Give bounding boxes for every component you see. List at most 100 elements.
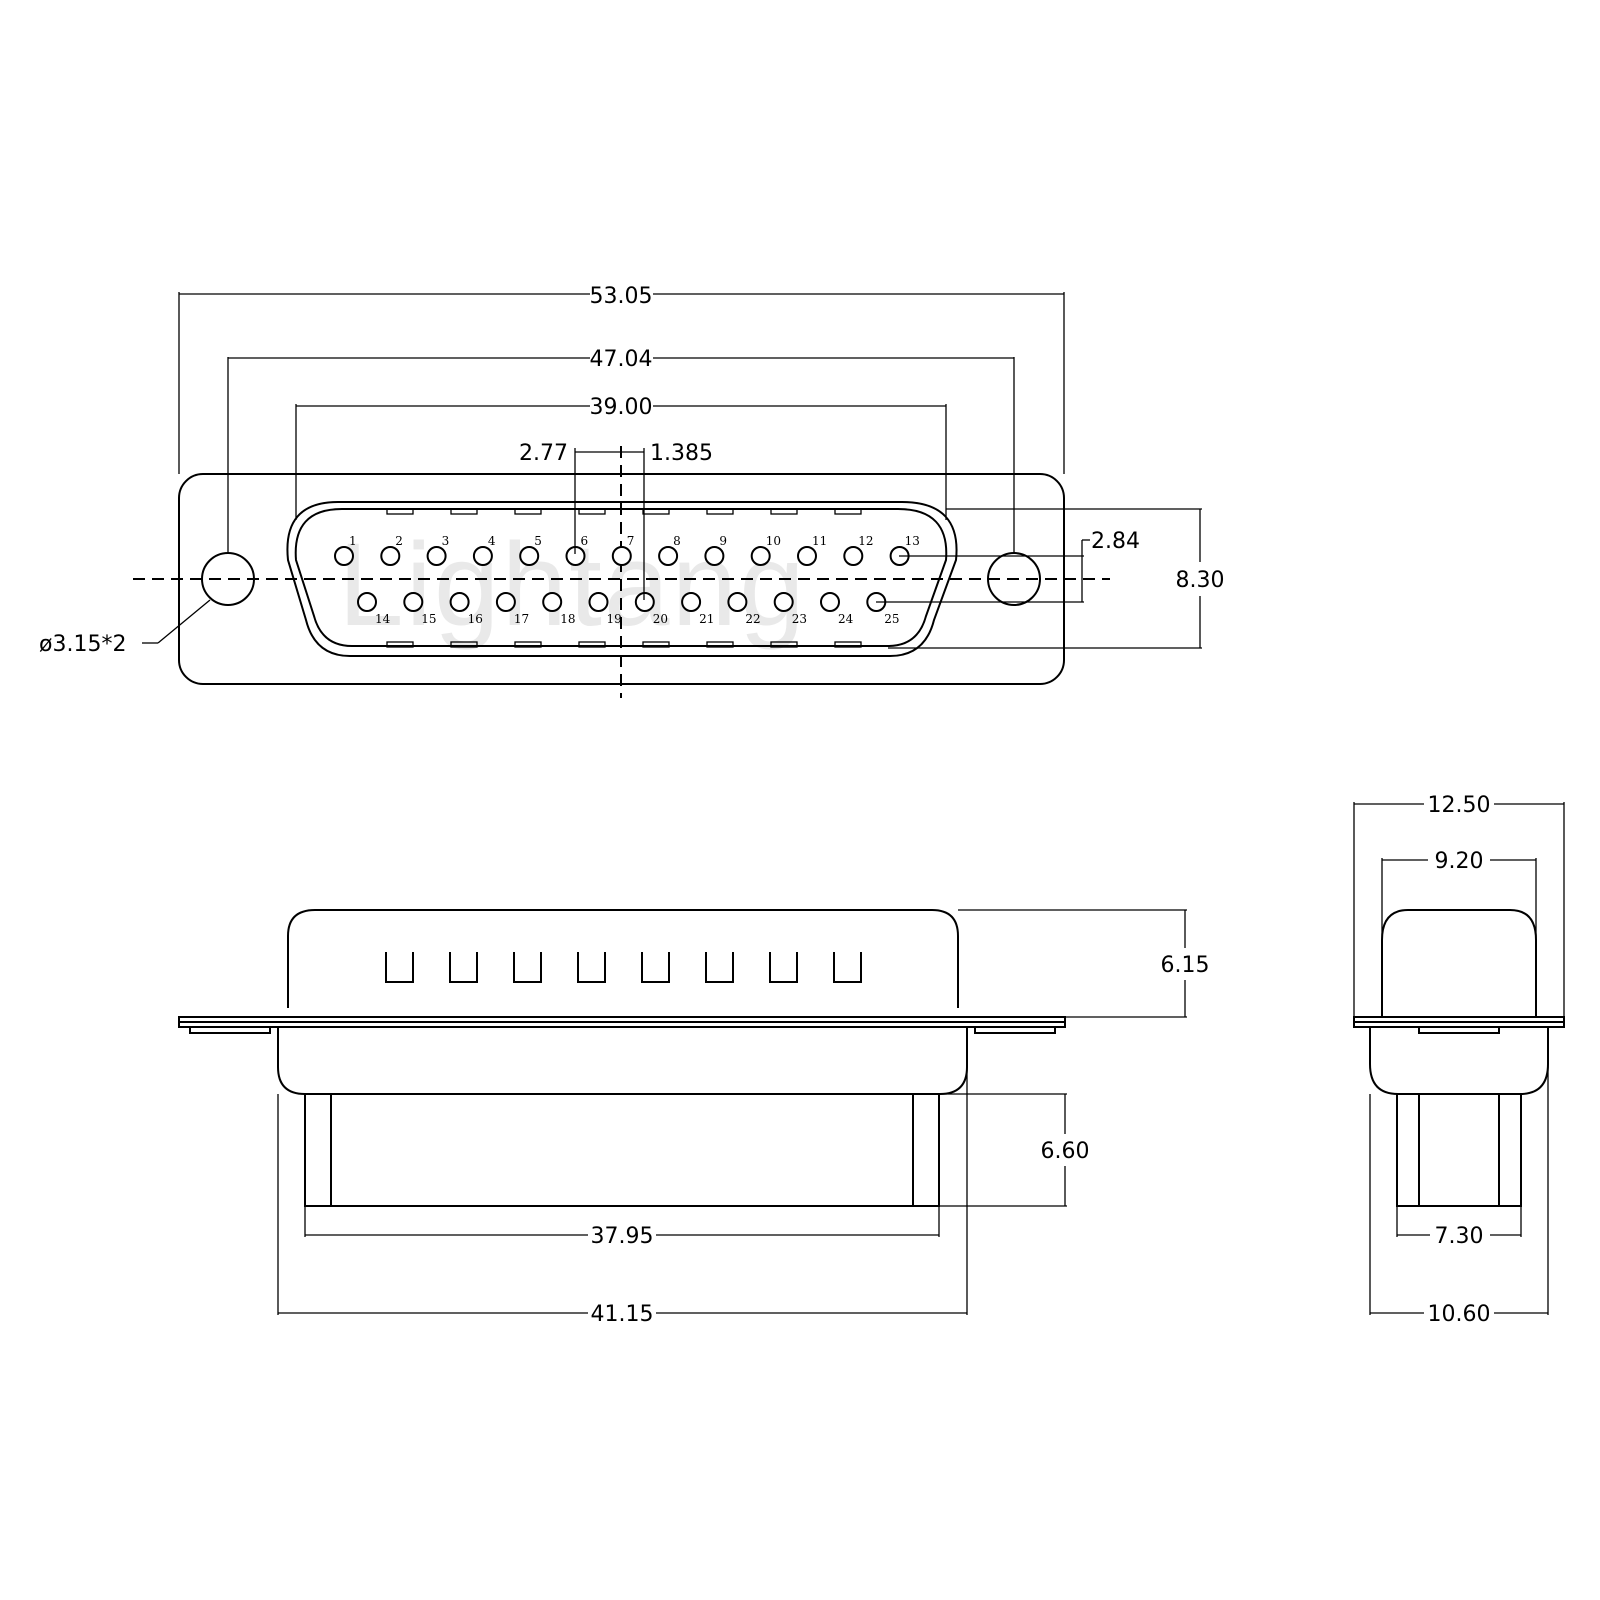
shell-dimple bbox=[770, 641, 798, 648]
pin-23 bbox=[773, 592, 794, 612]
pin-label: 20 bbox=[653, 612, 668, 626]
flange-foot-right bbox=[974, 1026, 1056, 1034]
pin-4 bbox=[472, 546, 493, 566]
shell-dimple bbox=[834, 641, 862, 648]
pin-label: 12 bbox=[858, 534, 873, 548]
pin-5 bbox=[519, 546, 540, 566]
side-shell-width-label: 9.20 bbox=[1435, 849, 1484, 874]
shell-dimple bbox=[770, 508, 798, 515]
shell-slot bbox=[577, 952, 606, 983]
side-view-long: 6.15 6.60 37.95 41.15 bbox=[178, 909, 1210, 1327]
side-body-width-label: 10.60 bbox=[1428, 1302, 1491, 1327]
pin-label: 25 bbox=[884, 612, 899, 626]
shell-dimple bbox=[706, 641, 734, 648]
shell-dimple bbox=[514, 508, 542, 515]
pin-label: 17 bbox=[514, 612, 529, 626]
pin-21 bbox=[681, 592, 702, 612]
pin-20 bbox=[634, 592, 655, 612]
shell-height-label: 6.15 bbox=[1161, 953, 1210, 978]
pin-16 bbox=[449, 592, 470, 612]
tail-left bbox=[304, 1093, 332, 1207]
pin-7 bbox=[611, 546, 632, 566]
pin-2 bbox=[380, 546, 401, 566]
pin-11 bbox=[797, 546, 817, 566]
long-shell bbox=[287, 909, 959, 1008]
shell-dimple bbox=[834, 508, 862, 515]
mount-pitch-label: 47.04 bbox=[590, 347, 653, 372]
pin-18 bbox=[542, 592, 563, 612]
flange-height-label: 8.30 bbox=[1176, 568, 1225, 593]
flange-foot-left bbox=[189, 1026, 271, 1034]
shell-dimple bbox=[514, 641, 542, 648]
pin-1 bbox=[334, 546, 354, 566]
pin-label: 14 bbox=[375, 612, 391, 626]
shell-dimple bbox=[642, 508, 670, 515]
pin-label: 9 bbox=[719, 534, 727, 548]
pin-24 bbox=[820, 592, 840, 612]
side-tail-width-label: 7.30 bbox=[1435, 1224, 1484, 1249]
hole-diameter-label: ø3.15*2 bbox=[39, 632, 126, 657]
shell-outer bbox=[286, 501, 958, 657]
pin-label: 10 bbox=[766, 534, 781, 548]
pin-label: 6 bbox=[581, 534, 589, 548]
shell-slot bbox=[833, 952, 862, 983]
pin-10 bbox=[750, 546, 771, 566]
pin-label: 18 bbox=[560, 612, 575, 626]
shell-dimple bbox=[450, 641, 478, 648]
pin-label: 13 bbox=[905, 534, 920, 548]
shell-slot bbox=[385, 952, 414, 983]
pin-label: 5 bbox=[534, 534, 542, 548]
shell-dimple bbox=[450, 508, 478, 515]
side-flange-width-label: 12.50 bbox=[1428, 793, 1491, 818]
short-tail-left bbox=[1396, 1093, 1420, 1207]
shell-slot bbox=[449, 952, 478, 983]
pin-12 bbox=[843, 546, 864, 566]
half-pitch-label: 1.385 bbox=[650, 441, 713, 466]
row-spacing-label: 2.84 bbox=[1091, 529, 1140, 554]
body-width-label: 41.15 bbox=[591, 1302, 654, 1327]
short-flange-foot bbox=[1418, 1026, 1500, 1034]
shell-dimple bbox=[642, 641, 670, 648]
shell-dimple bbox=[578, 641, 606, 648]
leader-line bbox=[157, 599, 211, 644]
pin-15 bbox=[403, 592, 424, 612]
pin-label: 4 bbox=[488, 534, 496, 548]
short-body bbox=[1369, 1027, 1549, 1095]
pin-label: 16 bbox=[468, 612, 483, 626]
pin-label: 1 bbox=[349, 534, 357, 548]
shell-dimple bbox=[386, 641, 414, 648]
shell-slot bbox=[641, 952, 670, 983]
pin-19 bbox=[588, 592, 609, 612]
pin-label: 2 bbox=[395, 534, 403, 548]
short-tail-right bbox=[1498, 1093, 1522, 1207]
pin-label: 15 bbox=[421, 612, 436, 626]
pin-label: 3 bbox=[442, 534, 450, 548]
pin-label: 21 bbox=[699, 612, 714, 626]
short-shell bbox=[1381, 909, 1537, 1017]
long-body bbox=[277, 1027, 968, 1095]
tail-length-label: 6.60 bbox=[1041, 1139, 1090, 1164]
shell-slot bbox=[513, 952, 542, 983]
shell-dimples bbox=[386, 508, 862, 648]
pin-label: 23 bbox=[792, 612, 807, 626]
pin-8 bbox=[658, 546, 679, 566]
pin-22 bbox=[727, 592, 748, 612]
pin-label: 24 bbox=[838, 612, 854, 626]
side-view-short: 12.50 9.20 7.30 10.60 bbox=[1353, 793, 1565, 1327]
overall-width-label: 53.05 bbox=[590, 284, 653, 309]
shell-inner bbox=[294, 508, 948, 647]
shell-slot bbox=[705, 952, 734, 983]
pin-label: 22 bbox=[745, 612, 760, 626]
watermark: Lightang bbox=[338, 519, 807, 651]
tail-span-label: 37.95 bbox=[591, 1224, 654, 1249]
pin-label: 7 bbox=[627, 534, 635, 548]
shell-dimple bbox=[578, 508, 606, 515]
shell-dimple bbox=[386, 508, 414, 515]
pin-17 bbox=[495, 592, 516, 612]
pin-label: 8 bbox=[673, 534, 681, 548]
pin-pitch-label: 2.77 bbox=[519, 441, 568, 466]
